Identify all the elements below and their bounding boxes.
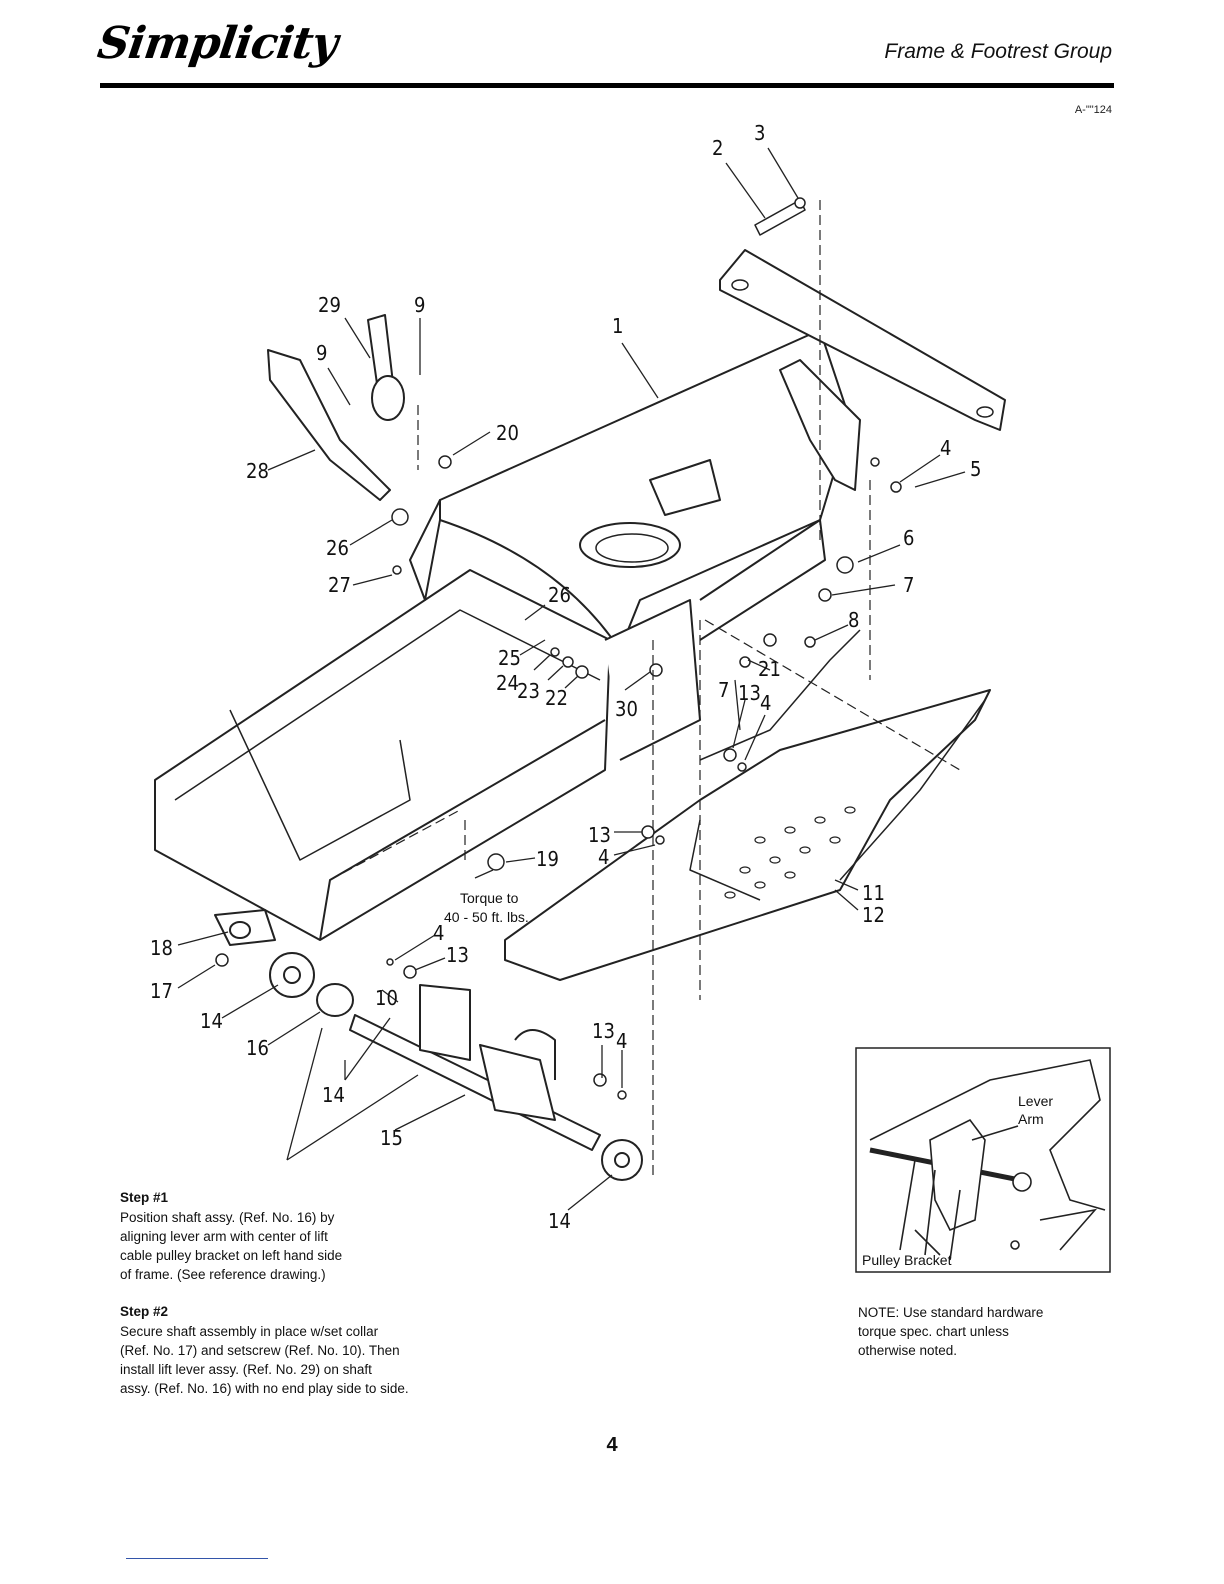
callout-13d: 13 — [592, 1019, 615, 1043]
callout-22: 22 — [545, 686, 568, 710]
callout-7b: 7 — [718, 678, 729, 702]
callout-26a: 26 — [326, 536, 349, 560]
inset-label-lever: Lever — [1018, 1093, 1053, 1109]
callout-4c: 4 — [598, 845, 609, 869]
callout-20: 19 — [536, 847, 559, 871]
callout-labels: 2 3 1 29 9 9 28 20 26 27 4 5 6 7 8 26 25… — [150, 121, 981, 1233]
step-1-line: aligning lever arm with center of lift — [120, 1229, 328, 1244]
callout-18: 17 — [150, 979, 173, 1003]
frame-drawing — [154, 197, 1006, 1181]
step-2-line: assy. (Ref. No. 16) with no end play sid… — [120, 1381, 409, 1396]
callout-17: 16 — [246, 1036, 269, 1060]
callout-5: 5 — [970, 457, 981, 481]
torque-note: NOTE: Use standard hardware torque spec.… — [858, 1303, 1108, 1360]
callout-29: 29 — [318, 293, 341, 317]
callout-21a: 20 — [496, 421, 519, 445]
callout-1: 1 — [612, 314, 623, 338]
note-line: otherwise noted. — [858, 1343, 958, 1358]
step-1: Step #1 Position shaft assy. (Ref. No. 1… — [120, 1188, 500, 1284]
step-1-line: Position shaft assy. (Ref. No. 16) by — [120, 1210, 335, 1225]
inset-label-pulley: Pulley Bracket — [862, 1252, 952, 1268]
callout-13b: 13 — [588, 823, 611, 847]
callout-13c: 13 — [446, 943, 469, 967]
callout-24: 24 — [496, 671, 519, 695]
callout-6: 6 — [903, 526, 914, 550]
callout-21b: 21 — [758, 657, 781, 681]
set-collar-17 — [316, 983, 354, 1017]
frame-center-hole — [579, 522, 681, 568]
callout-4d: 4 — [433, 921, 444, 945]
callout-8: 8 — [848, 608, 859, 632]
rear-cross-bar — [719, 249, 1006, 431]
frame-box — [154, 569, 611, 941]
leader-lines — [177, 147, 966, 1211]
flange-bearing-19 — [214, 909, 276, 946]
lever-28 — [267, 349, 391, 501]
callout-9b: 9 — [316, 341, 327, 365]
footrest — [504, 689, 991, 981]
frame-side-plate — [409, 499, 441, 601]
page-number: 4 — [606, 1434, 618, 1456]
step-1-line: of frame. (See reference drawing.) — [120, 1267, 326, 1282]
callout-26b: 26 — [548, 583, 571, 607]
callout-4b: 4 — [760, 691, 771, 715]
callout-7a: 7 — [903, 573, 914, 597]
note-line: torque spec. chart unless — [858, 1324, 1009, 1339]
step-1-line: cable pulley bracket on left hand side — [120, 1248, 343, 1263]
callout-25: 25 — [498, 646, 521, 670]
footer-line — [126, 1558, 268, 1559]
torque-line-2: 40 - 50 ft. lbs. — [444, 909, 529, 925]
callout-28: 28 — [246, 459, 269, 483]
section-title: Frame & Footrest Group — [884, 40, 1112, 63]
alignment-lines — [329, 200, 961, 1180]
step-2-title: Step #2 — [120, 1304, 169, 1319]
callout-13a: 13 — [738, 681, 761, 705]
torque-line-1: Torque to — [460, 890, 519, 906]
bearing-14-upper — [269, 952, 315, 998]
callout-30: 30 — [615, 697, 638, 721]
bearing-14-lower — [601, 1139, 643, 1181]
callout-9a: 9 — [414, 293, 425, 317]
header-rule — [100, 83, 1114, 88]
callout-3: 3 — [754, 121, 765, 145]
callout-14a: 14 — [200, 1009, 223, 1033]
callout-11: 11 — [862, 881, 885, 905]
step-2-line: Secure shaft assembly in place w/set col… — [120, 1324, 379, 1339]
note-line: NOTE: Use standard hardware — [858, 1305, 1044, 1320]
callout-12: 12 — [862, 903, 885, 927]
callout-19: 18 — [150, 936, 173, 960]
callout-10: 10 — [375, 986, 398, 1010]
step-1-title: Step #1 — [120, 1190, 169, 1205]
callout-23: 23 — [517, 679, 540, 703]
callout-16: 15 — [380, 1126, 403, 1150]
callout-4a: 4 — [940, 436, 951, 460]
step-2: Step #2 Secure shaft assembly in place w… — [120, 1302, 500, 1398]
frame-top-plate — [439, 329, 851, 651]
reference-inset: Lever Arm Pulley Bracket — [855, 1047, 1111, 1273]
drawing-id: A-""124 — [1074, 104, 1112, 116]
footrest-holes — [724, 806, 856, 899]
step-2-line: install lift lever assy. (Ref. No. 29) o… — [120, 1362, 372, 1377]
inset-label-arm: Arm — [1018, 1111, 1044, 1127]
step-2-line: (Ref. No. 17) and setscrew (Ref. No. 10)… — [120, 1343, 400, 1358]
callout-27: 27 — [328, 573, 351, 597]
callout-4e: 4 — [616, 1029, 627, 1053]
callout-14b: 14 — [548, 1209, 571, 1233]
callout-15: 14 — [322, 1083, 345, 1107]
callout-2: 2 — [712, 136, 723, 160]
hardware — [215, 197, 902, 1100]
